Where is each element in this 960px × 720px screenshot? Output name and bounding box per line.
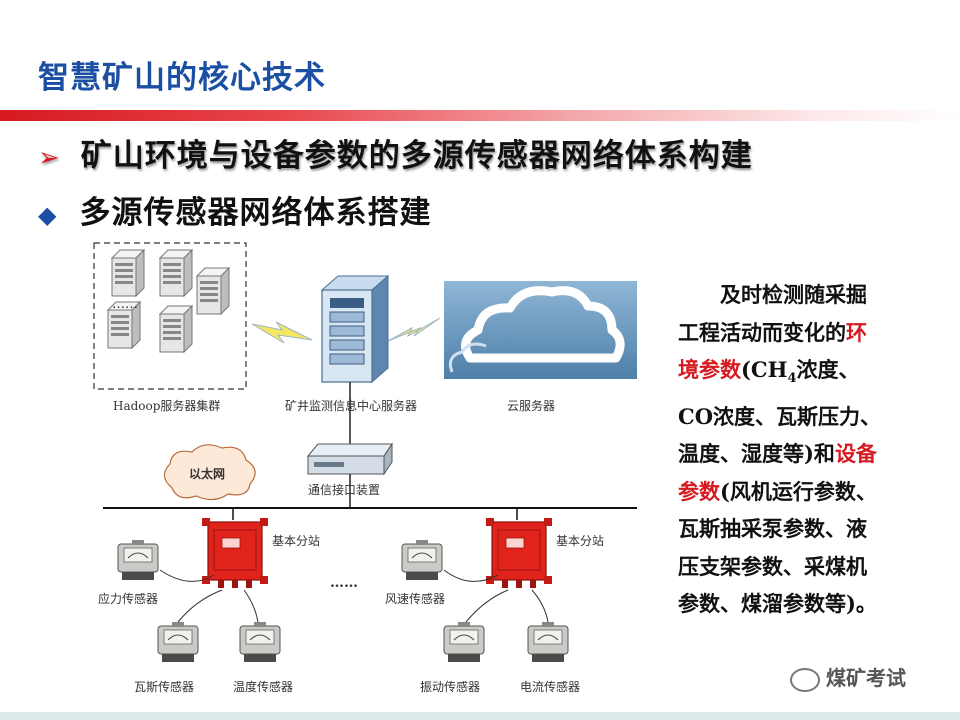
ethernet-cloud-icon <box>163 444 256 501</box>
temperature-sensor-icon <box>239 621 281 663</box>
current-sensor-label: 电流传感器 <box>520 680 581 694</box>
center-server-icon <box>320 274 390 384</box>
substation-1-label: 基本分站 <box>272 534 321 548</box>
wireless-link-icon <box>387 317 441 342</box>
subscript-4: 4 <box>787 371 797 387</box>
substation-icon <box>201 517 269 589</box>
ethernet-label: 以太网 <box>189 467 226 481</box>
wireless-link-icon <box>251 321 313 344</box>
server-icon <box>159 305 193 353</box>
title-underline-bar <box>0 110 960 121</box>
substation-icon <box>485 517 553 589</box>
watermark-text: 煤矿考试 <box>826 666 906 690</box>
middle-dots: …… <box>330 575 358 591</box>
description-text: 及时检测随采掘工程活动而变化的环境参数(CH4浓度、CO浓度、瓦斯压力、温度、湿… <box>678 276 883 623</box>
footer-bar <box>0 712 960 720</box>
current-sensor-icon <box>527 621 569 663</box>
server-icon <box>196 267 230 315</box>
stress-sensor-label: 应力传感器 <box>98 592 159 606</box>
vibration-sensor-icon <box>443 621 485 663</box>
cloud-server-icon <box>444 281 637 379</box>
hadoop-cluster <box>93 242 247 390</box>
diamond-bullet-icon: ◆ <box>38 201 58 229</box>
watermark: 煤矿考试 <box>790 662 906 692</box>
env-params-highlight: 环境参数 <box>678 319 867 383</box>
hadoop-dots: …… <box>112 297 138 312</box>
arrow-bullet-icon: ➢ <box>38 143 61 173</box>
desc-part-1: 及时检测随采掘工程活动而变化的 <box>678 282 867 345</box>
center-server-label: 矿井监测信息中心服务器 <box>285 399 418 413</box>
equip-params-highlight: 设备参数 <box>678 441 877 504</box>
server-icon <box>111 249 145 297</box>
sensor-cables <box>159 569 549 623</box>
heading-1: ➢ 矿山环境与设备参数的多源传感器网络体系构建 <box>38 130 753 175</box>
hadoop-label: Hadoop服务器集群 <box>113 399 221 413</box>
wind-sensor-label: 风速传感器 <box>385 592 446 606</box>
desc-part-3: 浓度、CO浓度、瓦斯压力、温度、湿度等)和 <box>678 357 882 467</box>
comm-device-icon <box>306 442 393 476</box>
slide-title: 智慧矿山的核心技术 <box>38 60 326 96</box>
stress-sensor-icon <box>117 539 159 581</box>
gas-sensor-label: 瓦斯传感器 <box>134 680 195 694</box>
comm-device-label: 通信接口装置 <box>308 483 381 497</box>
desc-part-4: (风机运行参数、瓦斯抽采泵参数、液压支架参数、采煤机参数、煤溜参数等)。 <box>678 478 877 617</box>
cloud-server-label: 云服务器 <box>507 399 556 413</box>
desc-part-2: (CH <box>741 357 788 382</box>
gas-sensor-icon <box>157 621 199 663</box>
wechat-icon <box>790 667 820 692</box>
vibration-sensor-label: 振动传感器 <box>420 680 481 694</box>
substation-2-label: 基本分站 <box>556 534 605 548</box>
heading-2: ◆ 多源传感器网络体系搭建 <box>38 187 431 232</box>
wind-sensor-icon <box>401 539 443 581</box>
temperature-sensor-label: 温度传感器 <box>233 680 294 694</box>
heading-2-text: 多源传感器网络体系搭建 <box>79 195 432 231</box>
heading-1-text: 矿山环境与设备参数的多源传感器网络体系构建 <box>80 138 753 174</box>
server-icon <box>159 249 193 297</box>
